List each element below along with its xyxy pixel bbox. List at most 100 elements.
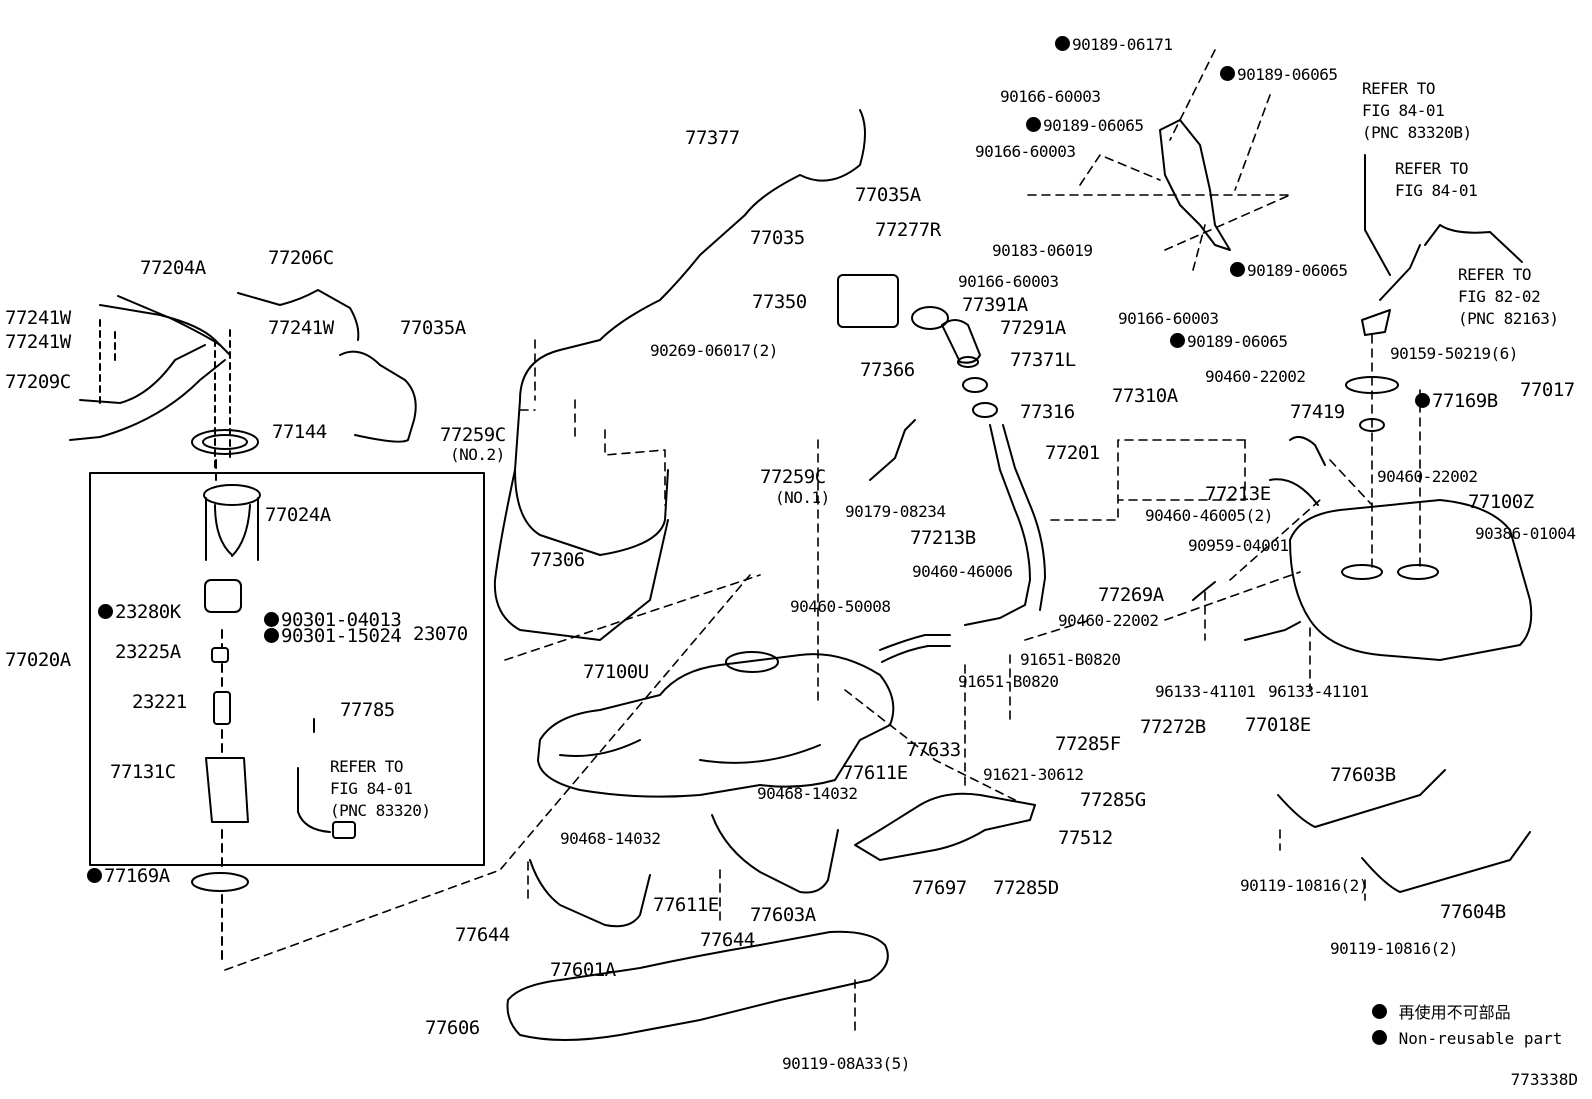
part-90460-22002-b: 90460-22002	[1377, 467, 1478, 486]
part-90468-14032-b: 90468-14032	[560, 829, 661, 848]
part-77213B: 77213B	[910, 527, 976, 549]
part-77035A-b: 77035A	[400, 317, 466, 339]
wire-harness-parts	[69, 289, 417, 471]
non-reusable-dot	[1372, 1004, 1387, 1019]
part-90189-06065-b: 90189-06065	[1026, 117, 1144, 134]
part-77144: 77144	[272, 421, 327, 443]
part-90189-06065-a: 90189-06065	[1220, 66, 1338, 83]
part-90159-50219: 90159-50219(6)	[1390, 344, 1518, 363]
part-77285G: 77285G	[1080, 789, 1146, 811]
part-77350: 77350	[752, 291, 807, 313]
part-77035A-a: 77035A	[855, 184, 921, 206]
pump-body	[204, 579, 242, 613]
part-77644-a: 77644	[455, 924, 510, 946]
part-77201: 77201	[1045, 442, 1100, 464]
non-reusable-dot	[264, 612, 279, 627]
refer-83320-line3: (PNC 83320)	[330, 801, 431, 820]
refer-82163-line2: FIG 82-02	[1458, 287, 1541, 306]
part-77419: 77419	[1290, 401, 1345, 423]
refer-82163-line3: (PNC 82163)	[1458, 309, 1559, 328]
part-77272B: 77272B	[1140, 716, 1206, 738]
refer-82163-line1: REFER TO	[1458, 265, 1532, 284]
part-77603B: 77603B	[1330, 764, 1396, 786]
refer-83320-line1: REFER TO	[330, 757, 404, 776]
bracket-77697	[854, 792, 1036, 861]
non-reusable-dot	[1415, 393, 1430, 408]
part-90269-06017: 90269-06017(2)	[650, 341, 778, 360]
part-90468-14032-a: 90468-14032	[757, 784, 858, 803]
part-77512: 77512	[1058, 827, 1113, 849]
part-77209C: 77209C	[5, 371, 71, 393]
part-77241W-c: 77241W	[268, 317, 334, 339]
part-90119-08A33: 90119-08A33(5)	[782, 1054, 910, 1073]
part-77100U: 77100U	[583, 661, 649, 683]
strap-77601A	[529, 859, 651, 928]
part-90460-46005: 90460-46005(2)	[1145, 506, 1273, 525]
fuel-lid-cable-77035	[493, 109, 866, 641]
part-77131C: 77131C	[110, 761, 176, 783]
part-23070: 23070	[413, 623, 468, 645]
part-77611E-a: 77611E	[842, 762, 908, 784]
part-77633: 77633	[906, 739, 961, 761]
non-reusable-dot	[98, 604, 113, 619]
refer-83320B-line1: REFER TO	[1362, 79, 1436, 98]
filter-77131C	[205, 757, 249, 823]
part-77285F: 77285F	[1055, 733, 1121, 755]
refer-8401-line1: REFER TO	[1395, 159, 1469, 178]
assembly-lines	[224, 49, 1421, 1031]
part-77606: 77606	[425, 1017, 480, 1039]
legend-en: Non-reusable part	[1372, 1026, 1562, 1052]
part-77018E: 77018E	[1245, 714, 1311, 736]
part-77604B: 77604B	[1440, 901, 1506, 923]
legend: 再使用不可部品 Non-reusable part	[1372, 1000, 1562, 1052]
part-90189-06065-c: 90189-06065	[1230, 262, 1348, 279]
part-90386-01004: 90386-01004	[1475, 524, 1576, 543]
part-77020A: 77020A	[5, 649, 71, 671]
part-77024A: 77024A	[265, 504, 331, 526]
sender-gauge	[1361, 224, 1523, 336]
strap-77603B	[1277, 769, 1446, 828]
part-90460-46006: 90460-46006	[912, 562, 1013, 581]
part-90183-06019: 90183-06019	[992, 241, 1093, 260]
non-reusable-dot	[1170, 333, 1185, 348]
part-77213E: 77213E	[1205, 483, 1271, 505]
part-91651-B0820-a: 91651-B0820	[1020, 650, 1121, 669]
part-77206C: 77206C	[268, 247, 334, 269]
refer-83320B-line3: (PNC 83320B)	[1362, 123, 1472, 142]
part-91651-B0820-b: 91651-B0820	[958, 672, 1059, 691]
part-90119-10816-b: 90119-10816(2)	[1330, 939, 1458, 958]
part-77035: 77035	[750, 227, 805, 249]
non-reusable-dot	[1230, 262, 1245, 277]
inlet-hose-77291A	[941, 319, 981, 364]
hose-77213B	[879, 634, 951, 651]
part-90959-04001: 90959-04001	[1188, 536, 1289, 555]
gasket-77169A	[191, 872, 249, 892]
part-90301-15024: 90301-15024	[264, 626, 402, 646]
vent-hose-77259C-no1	[869, 419, 916, 481]
refer-83320B-line2: FIG 84-01	[1362, 101, 1445, 120]
non-reusable-dot	[1220, 66, 1235, 81]
part-90189-06171: 90189-06171	[1055, 36, 1173, 53]
part-77601A: 77601A	[550, 959, 616, 981]
pump-module-parts	[191, 429, 356, 961]
part-77316: 77316	[1020, 401, 1075, 423]
strap-77603A	[711, 814, 839, 894]
part-23221: 23221	[132, 691, 187, 713]
part-77310A: 77310A	[1112, 385, 1178, 407]
part-77169A: 77169A	[87, 866, 170, 886]
part-77277R: 77277R	[875, 219, 941, 241]
part-90166-60003-d: 90166-60003	[1118, 309, 1219, 328]
part-77644-b: 77644	[700, 929, 755, 951]
part-77785: 77785	[340, 699, 395, 721]
part-77371L: 77371L	[1010, 349, 1076, 371]
part-77204A: 77204A	[140, 257, 206, 279]
tank-protector-77606	[506, 930, 889, 1041]
part-90460-50008: 90460-50008	[790, 597, 891, 616]
part-91621-30612: 91621-30612	[983, 765, 1084, 784]
part-77377: 77377	[685, 127, 740, 149]
pump-assembly-frame	[89, 472, 485, 866]
filler-opening-77350	[837, 274, 899, 328]
non-reusable-dot	[1372, 1030, 1387, 1045]
